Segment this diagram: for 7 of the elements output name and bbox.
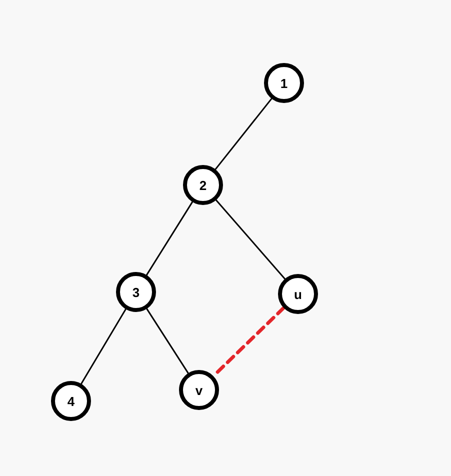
node-label: 1 bbox=[280, 76, 288, 90]
node-label: 4 bbox=[67, 394, 75, 408]
connector-line bbox=[215, 199, 286, 280]
node-label: u bbox=[294, 288, 302, 300]
node-label: 3 bbox=[132, 286, 140, 298]
node-label: 2 bbox=[199, 178, 207, 192]
node-label: v bbox=[195, 384, 203, 396]
